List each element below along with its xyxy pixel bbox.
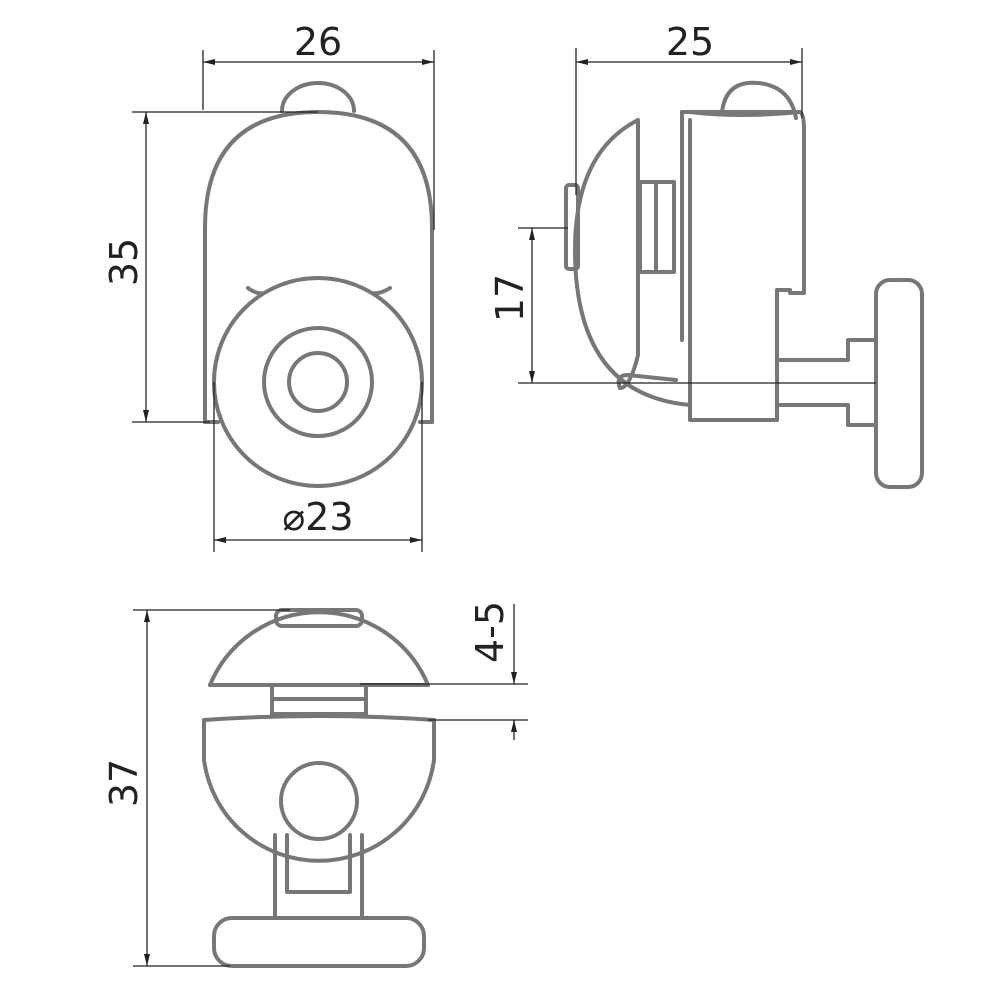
dim-label-bottom-height: 37 (102, 759, 146, 807)
front-wheel-axle (287, 351, 349, 413)
dim-front-height: 35 (102, 111, 318, 423)
dim-bottom-adjust: 4-5 (360, 601, 528, 740)
dim-label-front-width: 26 (294, 20, 342, 64)
side-adjust-stem (775, 338, 878, 427)
side-wheel-clip (616, 373, 678, 390)
side-spacer-outer (638, 180, 658, 274)
dim-front-width: 26 (202, 20, 435, 230)
bottom-adjust-stem (273, 833, 364, 920)
bottom-adjust-screw-head (212, 916, 426, 968)
dim-label-side-width: 25 (666, 20, 714, 64)
side-spacer-inner (654, 180, 676, 274)
dim-bottom-height: 37 (102, 609, 290, 967)
side-axle-cap (564, 183, 580, 271)
bottom-axle-circle (279, 761, 359, 841)
bottom-round-housing (202, 610, 436, 863)
side-housing-inner-edge (680, 110, 692, 410)
bottom-spacer-upper (270, 683, 368, 701)
bottom-spacer-lower (270, 697, 368, 716)
side-adjust-screw-head (874, 278, 924, 489)
side-wheel (573, 118, 692, 407)
bottom-top-knob (274, 608, 364, 628)
dim-side-width: 25 (575, 20, 803, 195)
front-top-knob (280, 81, 356, 113)
dim-label-bottom-adjust: 4-5 (468, 601, 512, 663)
dim-wheel-diameter: ⌀23 (213, 382, 423, 552)
side-view (564, 80, 924, 489)
dim-side-height: 17 (488, 227, 876, 384)
front-view (203, 81, 434, 488)
side-housing-top-lip (688, 110, 802, 117)
dim-label-side-height: 17 (488, 274, 532, 322)
side-main-housing (680, 110, 806, 422)
dim-label-wheel-diameter: ⌀23 (282, 495, 353, 539)
dim-label-front-height: 35 (102, 238, 146, 286)
bottom-view (202, 608, 436, 968)
front-wheel-hub (262, 326, 374, 438)
front-wheel (212, 276, 424, 488)
side-top-knob (720, 80, 798, 120)
